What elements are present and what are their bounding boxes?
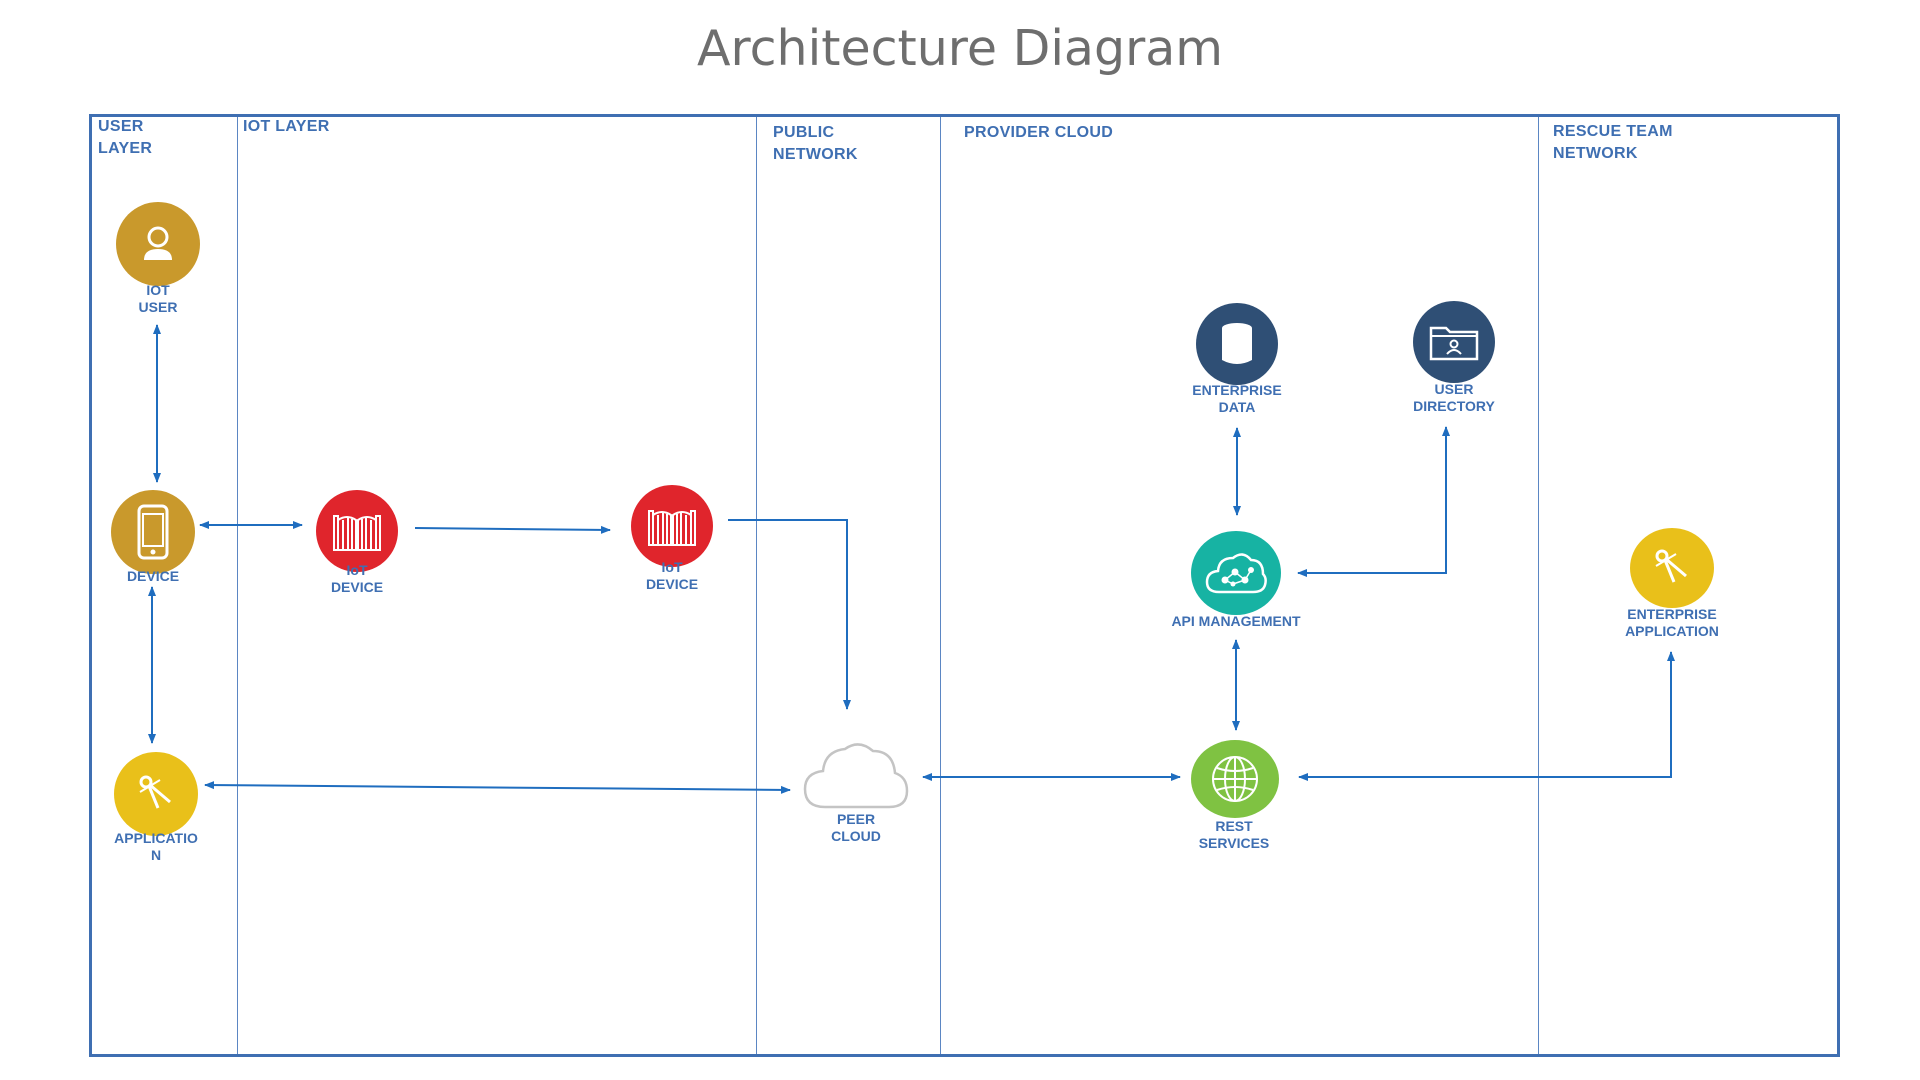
lane-label-line: NETWORK xyxy=(1553,145,1638,162)
iot-device-2-node xyxy=(631,485,713,567)
application-node xyxy=(114,752,198,836)
peer-cloud-node xyxy=(800,736,912,814)
iot-device-1-label: IoT DEVICE xyxy=(297,562,417,596)
user-icon xyxy=(144,226,172,260)
iot-device-1-node xyxy=(316,490,398,572)
device-label: DEVICE xyxy=(93,568,213,585)
node-label-line: SERVICES xyxy=(1198,835,1270,851)
node-label-line: DEVICE xyxy=(126,568,180,584)
node-label-line: APPLICATION xyxy=(1625,623,1719,639)
gate-icon xyxy=(333,515,381,551)
iot-device-2-label: IoT DEVICE xyxy=(612,559,732,593)
lane-label-line: RESCUE TEAM xyxy=(1553,123,1673,140)
lane-label-line: PROVIDER CLOUD xyxy=(964,124,1114,141)
iot-user-label: IOT USER xyxy=(98,282,218,316)
diagram-frame xyxy=(89,114,1840,1057)
lane-label-rescue-team-network: RESCUE TEAM NETWORK xyxy=(1553,121,1673,165)
node-label-line: ENTERPRISE xyxy=(1192,382,1282,398)
folder-user-icon xyxy=(1429,326,1479,361)
api-management-node xyxy=(1191,531,1281,615)
lane-label-public-network: PUBLIC NETWORK xyxy=(773,122,858,166)
lane-divider xyxy=(237,117,238,1054)
node-label-line: IoT xyxy=(661,559,683,575)
lane-divider xyxy=(756,117,757,1054)
node-label-line: REST xyxy=(1215,818,1253,834)
node-label-line: APPLICATIO xyxy=(114,830,198,846)
node-label-line: DEVICE xyxy=(645,576,699,592)
iot-user-node xyxy=(116,202,200,286)
node-label-line: PEER xyxy=(836,811,876,827)
node-label-line: API MANAGEMENT xyxy=(1171,613,1301,629)
lane-label-provider-cloud: PROVIDER CLOUD xyxy=(964,122,1113,144)
arrow-iot-device-peer-cloud xyxy=(728,519,851,710)
node-label-line: N xyxy=(150,847,162,863)
smartphone-icon xyxy=(137,504,169,560)
rest-services-node xyxy=(1191,740,1279,818)
arrow-user-directory-api xyxy=(1297,426,1450,577)
gate-icon xyxy=(648,510,696,546)
globe-icon xyxy=(1212,756,1258,802)
cloud-network-icon xyxy=(1205,553,1267,594)
node-label-line: DEVICE xyxy=(330,579,384,595)
cloud-icon xyxy=(803,743,909,809)
user-directory-label: USER DIRECTORY xyxy=(1379,381,1529,415)
arrow-rest-enterprise-application xyxy=(1298,651,1675,781)
arrow-application-peer-cloud xyxy=(204,781,791,794)
lane-divider xyxy=(1538,117,1539,1054)
rest-services-label: REST SERVICES xyxy=(1174,818,1294,852)
api-management-label: API MANAGEMENT xyxy=(1151,613,1321,630)
lane-divider xyxy=(940,117,941,1054)
lane-label-line: NETWORK xyxy=(773,146,858,163)
peer-cloud-label: PEER CLOUD xyxy=(796,811,916,845)
user-directory-node xyxy=(1413,301,1495,383)
lane-label-iot-layer: IOT LAYER xyxy=(243,116,330,138)
lane-label-line: IOT LAYER xyxy=(243,118,330,135)
device-node xyxy=(111,490,195,574)
lane-label-user-layer: USER LAYER xyxy=(98,116,152,160)
page-title: Architecture Diagram xyxy=(697,20,1223,77)
node-label-line: IOT xyxy=(146,282,170,298)
enterprise-application-node xyxy=(1630,528,1714,608)
application-label: APPLICATIO N xyxy=(96,830,216,864)
enterprise-data-label: ENTERPRISE DATA xyxy=(1162,382,1312,416)
node-label-line: DIRECTORY xyxy=(1413,398,1495,414)
database-icon xyxy=(1222,323,1252,364)
node-label-line: IoT xyxy=(346,562,368,578)
node-label-line: CLOUD xyxy=(831,828,881,844)
node-label-line: DATA xyxy=(1218,399,1256,415)
lane-label-line: LAYER xyxy=(98,140,153,157)
lane-label-line: USER xyxy=(98,118,144,135)
compass-tool-icon xyxy=(1655,549,1687,583)
enterprise-data-node xyxy=(1196,303,1278,385)
node-label-line: USER xyxy=(1434,381,1474,397)
node-label-line: ENTERPRISE xyxy=(1627,606,1717,622)
arrow-iot-device-iot-device xyxy=(414,525,611,534)
node-label-line: USER xyxy=(138,299,178,315)
enterprise-application-label: ENTERPRISE APPLICATION xyxy=(1597,606,1747,640)
compass-tool-icon xyxy=(139,775,171,809)
lane-label-line: PUBLIC xyxy=(773,124,835,141)
